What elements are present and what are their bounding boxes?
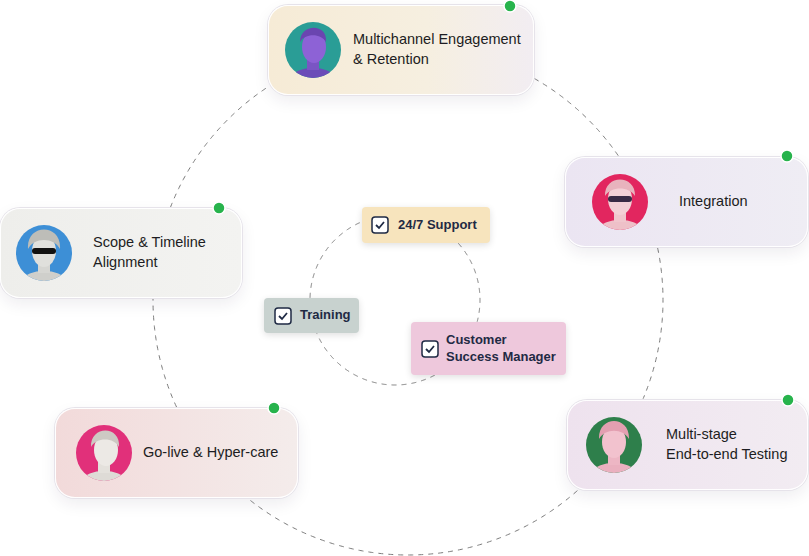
check-mark [279,313,287,319]
service-label: Customer Success Manager [446,332,562,366]
text-run: Go-live [143,444,189,460]
statue-hair [605,180,635,197]
checkbox-frame [275,308,291,324]
ring-connector [534,78,618,156]
statue-figure [596,180,644,233]
statue-shoulders [590,463,638,475]
text-run: & [353,51,363,67]
stage-label: Integration [679,192,799,212]
text-run: Manager [502,349,555,364]
avatar-disc [16,225,72,281]
status-dot [213,202,225,214]
statue-figure [590,421,638,475]
text-run: Multi-stage [666,426,737,442]
statue-hair [300,28,326,42]
statue-figure [20,230,68,284]
service-pill: Training [264,298,359,333]
statue-neck [38,259,50,273]
statue-avatar [586,417,642,475]
avatar-disc [586,417,642,473]
statue-shoulders [289,68,337,80]
statue-head [602,426,626,458]
statue-shoulders [20,271,68,283]
statue-hair [28,230,60,250]
stage-card: Integration [565,157,808,247]
sunglasses [32,248,56,254]
text-run: Engagement [438,31,520,47]
statue-shoulders [596,220,644,232]
text-run: Hyper-care [207,444,279,460]
statue-hair [91,431,119,448]
statue-neck [608,451,620,465]
status-dot [781,150,793,162]
checkbox-icon [372,217,388,233]
stage-card: Multi-stage End-to-end Testing [567,400,808,490]
checkbox-frame [372,217,388,233]
ring-connector [170,87,267,207]
checkbox-frame [422,341,438,357]
stage-label: Multi-stage End-to-end Testing [666,425,801,464]
statue-head [302,31,326,63]
statue-figure [289,28,337,80]
stage-card: Go-live & Hyper-care [55,408,298,498]
statue-neck [98,459,110,473]
status-dot [782,394,794,406]
service-pill: 24/7 Support [362,207,490,243]
statue-shoulders [80,471,128,483]
ring-connector [643,248,663,399]
text-run: Training [300,307,351,322]
text-run: Alignment [93,254,157,270]
text-run: End-to-end [666,446,738,462]
stage-label: Go-live & Hyper-care [143,443,293,463]
avatar-disc [285,22,341,78]
statue-avatar [16,225,72,283]
text-run: Retention [367,51,429,67]
text-run: & [193,444,203,460]
ring-connector [248,491,578,555]
statue-head [32,235,56,267]
avatar-disc [76,425,132,481]
text-run: Integration [679,193,748,209]
sunglasses [608,196,632,202]
text-run: Timeline [152,234,206,250]
stage-card: Scope & Timeline Alignment [0,208,242,298]
text-run: Scope [93,234,134,250]
checkbox-icon [275,308,291,324]
service-label: Training [300,307,358,324]
avatar-disc [592,174,648,230]
text-run: Customer [446,332,507,347]
statue-avatar [285,22,341,80]
status-dot [504,0,516,12]
text-run: Support [427,217,477,232]
stage-label: Multichannel Engagement & Retention [353,30,521,69]
check-mark [376,222,384,228]
statue-avatar [592,174,648,232]
statue-figure [80,431,128,484]
checkbox-icon [422,341,438,357]
statue-neck [307,56,319,70]
text-run: & [138,234,148,250]
text-run: Success [446,349,499,364]
text-run: Multichannel [353,31,434,47]
status-dot [268,402,280,414]
statue-hair [599,421,629,439]
check-mark [426,346,434,352]
service-label: 24/7 Support [398,217,488,234]
ring-connector [458,243,480,321]
service-pill: Customer Success Manager [411,322,566,375]
ring-connector [310,222,362,298]
statue-avatar [76,425,132,483]
statue-head [94,434,118,466]
text-run: 24/7 [398,217,423,232]
stage-card: Multichannel Engagement & Retention [268,5,534,95]
statue-head [608,183,632,215]
stage-label: Scope & Timeline Alignment [93,233,233,272]
ring-connector [153,298,177,407]
text-run: Testing [742,446,788,462]
statue-neck [614,208,626,222]
